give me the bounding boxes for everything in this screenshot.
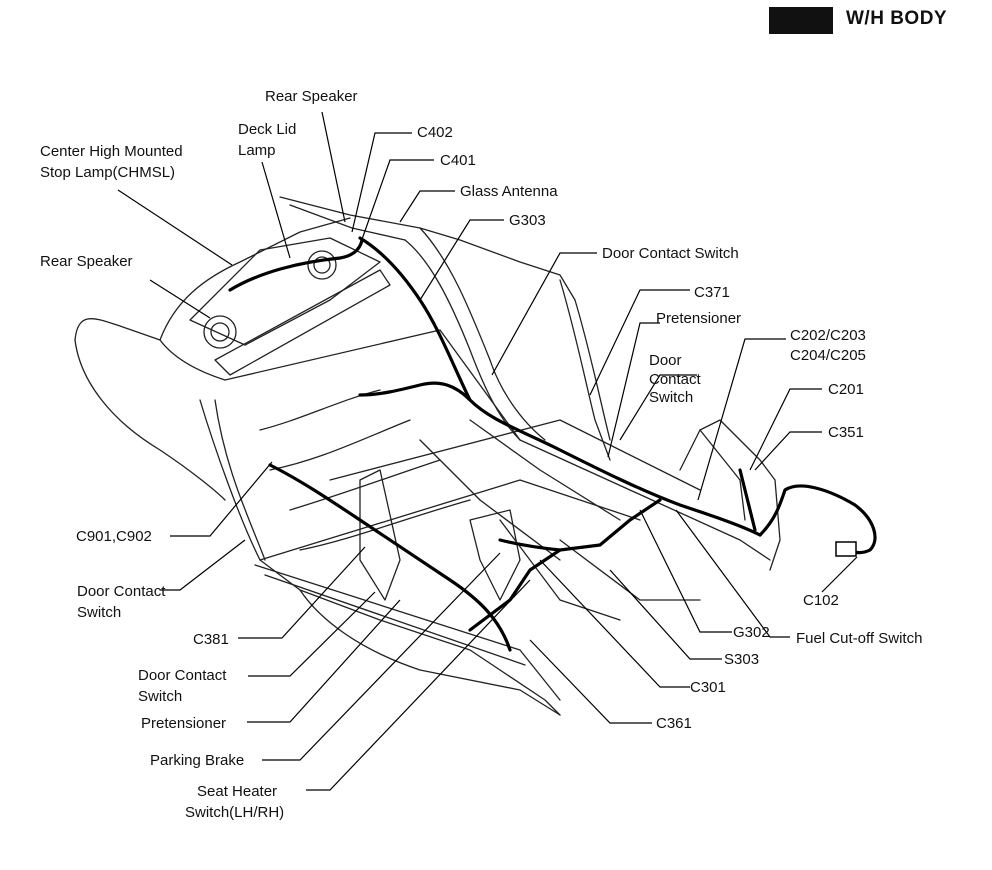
label-door-contact-switch-left-line2: Switch	[77, 604, 122, 621]
label-c351: C351	[828, 424, 864, 441]
label-door-contact-switch-top: Door Contact Switch	[602, 245, 739, 262]
label-seat-heater-line1: Seat Heater	[197, 783, 278, 800]
label-g303: G303	[509, 212, 546, 229]
label-c202-c203: C202/C203	[790, 327, 866, 344]
label-chmsl-line1: Center High Mounted	[40, 143, 183, 160]
label-parking-brake: Parking Brake	[150, 752, 245, 769]
header-black-block	[769, 7, 833, 34]
label-door-contact-switch-left-line1: Door Contact	[77, 583, 166, 600]
label-chmsl-line2: Stop Lamp(CHMSL)	[40, 164, 176, 181]
label-door-contact-switch-right-line1: Door	[649, 352, 682, 369]
label-c204-c205: C204/C205	[790, 347, 866, 364]
label-g302: G302	[733, 624, 770, 641]
label-c201: C201	[828, 381, 864, 398]
label-c371: C371	[694, 284, 730, 301]
label-rear-speaker-top: Rear Speaker	[265, 88, 358, 105]
header-title: W/H BODY	[846, 8, 948, 29]
label-deck-lid-lamp-line2: Lamp	[238, 142, 276, 159]
body-outline	[74, 196, 781, 716]
label-c301: C301	[690, 679, 726, 696]
label-deck-lid-lamp-line1: Deck Lid	[238, 121, 297, 138]
c102-connector	[835, 541, 857, 557]
label-glass-antenna: Glass Antenna	[460, 183, 558, 200]
label-c401: C401	[440, 152, 476, 169]
label-door-contact-switch-right-line2: Contact	[649, 371, 701, 388]
label-c102: C102	[803, 592, 839, 609]
label-c381: C381	[193, 631, 229, 648]
label-c361: C361	[656, 715, 692, 732]
label-door-contact-switch-right-line3: Switch	[649, 389, 694, 406]
leader-lines	[117, 111, 858, 791]
wiring-harness	[228, 236, 877, 652]
label-fuel-cutoff-switch: Fuel Cut-off Switch	[796, 630, 923, 647]
label-door-contact-switch-bottom-line1: Door Contact	[138, 667, 227, 684]
label-rear-speaker-left: Rear Speaker	[40, 253, 133, 270]
label-s303: S303	[724, 651, 760, 668]
label-pretensioner-right: Pretensioner	[656, 310, 742, 327]
label-seat-heater-line2: Switch(LH/RH)	[185, 804, 285, 821]
label-c901-c902: C901,C902	[76, 528, 152, 545]
label-door-contact-switch-bottom-line2: Switch	[138, 688, 183, 705]
label-c402: C402	[417, 124, 453, 141]
label-pretensioner-left: Pretensioner	[141, 715, 227, 732]
